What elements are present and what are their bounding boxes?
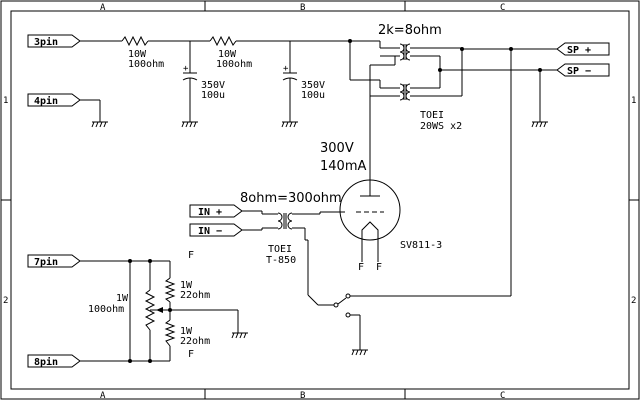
bplus-wire bbox=[80, 40, 381, 48]
svg-text:10W: 10W bbox=[128, 49, 147, 60]
svg-text:TOEI: TOEI bbox=[420, 110, 444, 121]
ground-icon bbox=[181, 121, 198, 128]
resistor-r1: 10W 100ohm bbox=[121, 35, 164, 70]
svg-text:100ohm: 100ohm bbox=[88, 304, 124, 315]
ground-icon bbox=[351, 349, 368, 356]
port-in-plus: IN + bbox=[189, 204, 243, 218]
col-ref-top-b: B bbox=[300, 3, 305, 13]
resistor-icon bbox=[164, 277, 176, 303]
svg-text:TOEI: TOEI bbox=[268, 244, 292, 255]
port-7pin: 7pin bbox=[27, 254, 81, 268]
port-sp-minus: SP − bbox=[556, 63, 610, 77]
junction-dot bbox=[438, 68, 442, 72]
svg-text:IN −: IN − bbox=[198, 226, 222, 237]
row-ref-right-2: 2 bbox=[631, 296, 636, 306]
svg-text:140mA: 140mA bbox=[320, 159, 366, 174]
output-wiring bbox=[349, 41, 557, 296]
svg-text:1W: 1W bbox=[180, 326, 193, 337]
svg-text:IN +: IN + bbox=[198, 207, 222, 218]
filament-wiring bbox=[80, 260, 239, 362]
junction-dot bbox=[128, 259, 132, 263]
port-in-minus: IN − bbox=[189, 223, 243, 237]
svg-text:300V: 300V bbox=[320, 141, 354, 156]
svg-text:20WS x2: 20WS x2 bbox=[420, 121, 462, 132]
junction-dot bbox=[168, 308, 172, 312]
svg-text:100u: 100u bbox=[301, 90, 325, 101]
svg-text:8pin: 8pin bbox=[34, 356, 58, 368]
svg-text:SV811-3: SV811-3 bbox=[400, 240, 442, 251]
svg-text:4pin: 4pin bbox=[34, 95, 58, 107]
tube-sv811: 300V 140mA F F SV811-3 bbox=[320, 141, 442, 273]
junction-dot bbox=[148, 359, 152, 363]
switch-icon bbox=[333, 293, 511, 350]
svg-text:22ohm: 22ohm bbox=[180, 336, 210, 347]
svg-text:100ohm: 100ohm bbox=[216, 59, 252, 70]
resistor-icon bbox=[144, 289, 156, 331]
capacitor-c2: + 350V 100u bbox=[282, 41, 325, 122]
port-3pin: 3pin bbox=[27, 34, 81, 48]
svg-text:+: + bbox=[283, 64, 289, 74]
svg-text:SP +: SP + bbox=[567, 45, 591, 56]
row-ref-left-2: 2 bbox=[3, 296, 8, 306]
port-sp-plus: SP + bbox=[556, 42, 610, 56]
ground-icon bbox=[80, 99, 108, 128]
svg-text:7pin: 7pin bbox=[34, 256, 58, 268]
ground-icon bbox=[281, 121, 298, 128]
col-ref-top-a: A bbox=[100, 3, 106, 13]
filament-label-bottom: F bbox=[188, 349, 194, 360]
resistor-icon bbox=[121, 35, 149, 47]
row-ref-left-1: 1 bbox=[3, 96, 8, 106]
svg-text:10W: 10W bbox=[218, 49, 237, 60]
svg-text:350V: 350V bbox=[301, 80, 325, 91]
potentiometer: 1W 100ohm bbox=[88, 289, 163, 331]
junction-dot bbox=[509, 47, 513, 51]
svg-text:22ohm: 22ohm bbox=[180, 290, 210, 301]
filament-label-top: F bbox=[188, 250, 194, 261]
ground-icon bbox=[531, 121, 548, 128]
ground-icon bbox=[231, 332, 248, 339]
col-ref-bottom-c: C bbox=[500, 391, 505, 400]
col-ref-bottom-a: A bbox=[100, 391, 106, 400]
col-ref-top-c: C bbox=[500, 3, 505, 13]
junction-dot bbox=[348, 39, 352, 43]
port-8pin: 8pin bbox=[27, 354, 81, 368]
svg-text:1W: 1W bbox=[180, 280, 193, 291]
svg-text:F: F bbox=[376, 262, 382, 273]
svg-text:1W: 1W bbox=[116, 293, 129, 304]
junction-dot bbox=[460, 47, 464, 51]
svg-text:T-850: T-850 bbox=[266, 255, 296, 266]
svg-text:3pin: 3pin bbox=[34, 36, 58, 48]
row-ref-right-1: 1 bbox=[631, 96, 636, 106]
col-ref-bottom-b: B bbox=[300, 391, 305, 400]
resistor-icon bbox=[164, 319, 176, 347]
svg-text:SP −: SP − bbox=[567, 66, 591, 77]
junction-dot bbox=[148, 259, 152, 263]
svg-text:+: + bbox=[183, 64, 189, 74]
input-transformer: 8ohm=300ohm TOEI T-850 bbox=[240, 191, 342, 266]
svg-text:100u: 100u bbox=[201, 90, 225, 101]
svg-text:2k=8ohm: 2k=8ohm bbox=[378, 23, 442, 38]
resistor-r3: 1W 22ohm bbox=[164, 277, 210, 303]
resistor-r4: 1W 22ohm bbox=[164, 319, 210, 347]
input-wiring bbox=[242, 210, 345, 306]
svg-text:100ohm: 100ohm bbox=[128, 59, 164, 70]
junction-dot bbox=[128, 359, 132, 363]
output-transformer: 2k=8ohm TOEI 20WS x2 bbox=[378, 23, 462, 132]
transformer-icon bbox=[277, 212, 293, 230]
svg-text:F: F bbox=[358, 262, 364, 273]
transformer-icon bbox=[399, 43, 411, 101]
svg-text:8ohm=300ohm: 8ohm=300ohm bbox=[240, 191, 342, 206]
junction-dot bbox=[538, 68, 542, 72]
resistor-icon bbox=[209, 35, 237, 47]
port-4pin: 4pin bbox=[27, 93, 81, 107]
capacitor-c1: + 350V 100u bbox=[182, 41, 225, 122]
resistor-r2: 10W 100ohm bbox=[209, 35, 252, 70]
svg-text:350V: 350V bbox=[201, 80, 225, 91]
